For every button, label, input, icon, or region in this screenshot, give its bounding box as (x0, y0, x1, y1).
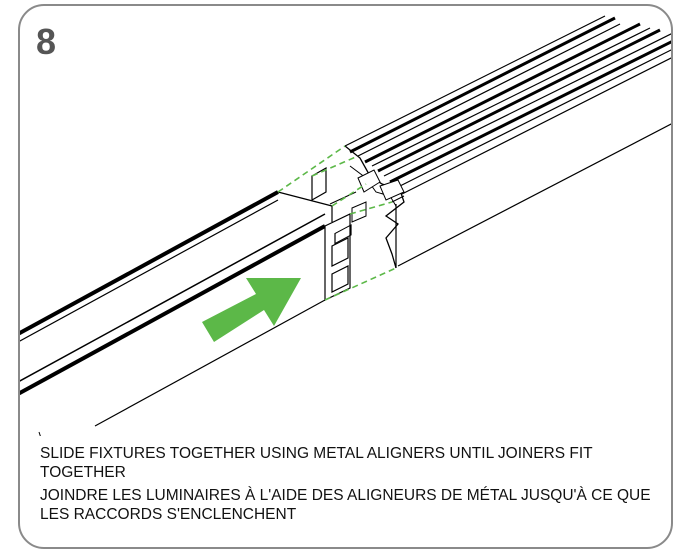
instruction-french: JOINDRE LES LUMINAIRES À L'AIDE DES ALIG… (40, 487, 651, 523)
alignment-guides (277, 145, 397, 301)
arrow-right-icon (202, 278, 301, 342)
instruction-english: SLIDE FIXTURES TOGETHER USING METAL ALIG… (40, 445, 593, 481)
step-number: 8 (36, 21, 57, 62)
left-fixture (20, 190, 357, 427)
instruction-card: 8 (18, 4, 673, 549)
right-fixture (311, 15, 671, 269)
fixture-assembly-illustration (20, 15, 671, 436)
instruction-text: SLIDE FIXTURES TOGETHER USING METAL ALIG… (40, 444, 660, 528)
